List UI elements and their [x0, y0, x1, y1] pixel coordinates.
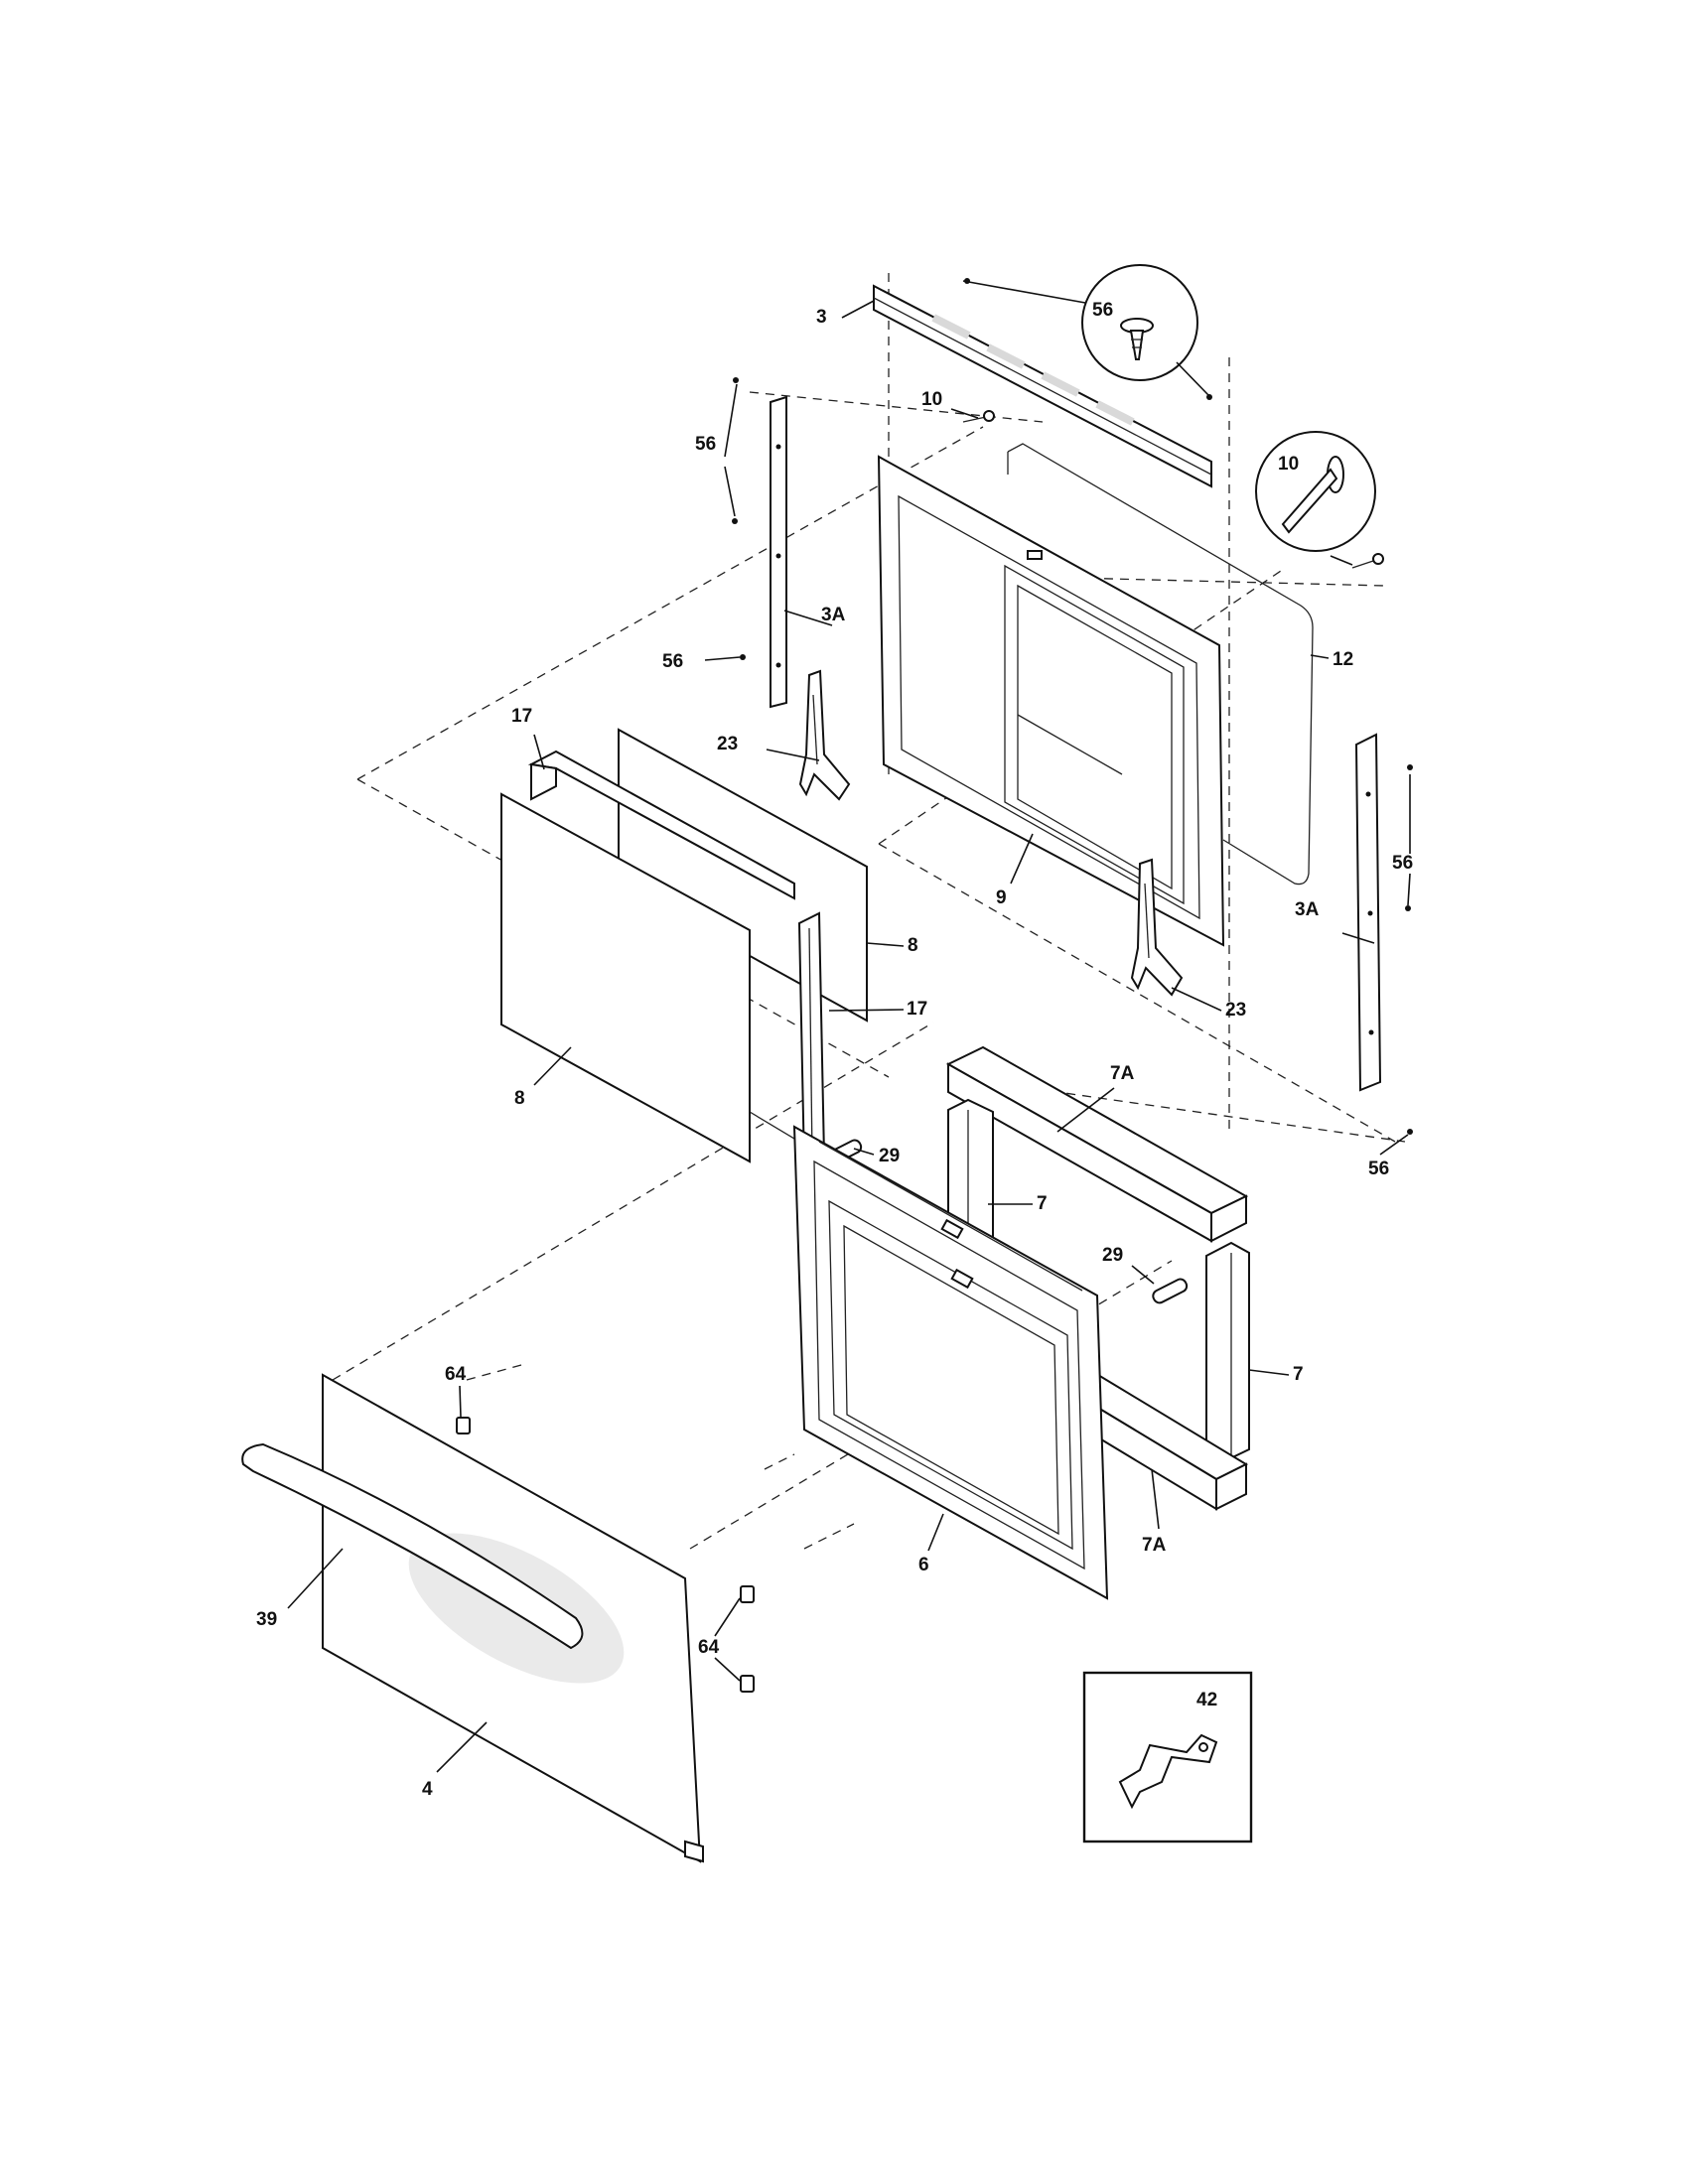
label-part-7-left: 7	[1037, 1193, 1048, 1214]
label-part-42: 42	[1196, 1690, 1217, 1710]
label-part-3: 3	[816, 307, 827, 328]
part-39-door-handle	[241, 1442, 584, 1650]
part-12-door-gasket	[1007, 443, 1314, 886]
part-4-outer-door-panel	[322, 1373, 704, 1863]
label-part-4: 4	[422, 1779, 433, 1800]
inset-part-42-bracket	[1082, 1671, 1253, 1843]
label-part-64-bottom: 64	[698, 1637, 720, 1658]
label-part-3a-left: 3A	[821, 605, 846, 625]
label-part-39: 39	[256, 1609, 277, 1630]
part-3-top-vent-trim	[873, 284, 1212, 488]
part-labels: 3 56 56 56 56 56 10 10 3A 3A 12 17 17 23…	[256, 300, 1413, 1800]
label-part-29-right: 29	[1102, 1245, 1123, 1266]
part-23-right-hinge	[1130, 858, 1184, 997]
part-6-door-frame	[792, 1125, 1109, 1600]
part-9-inner-door-liner	[877, 455, 1225, 947]
label-part-56-right-top: 56	[1392, 853, 1413, 874]
label-part-10-callout: 10	[1278, 454, 1299, 475]
label-part-6: 6	[918, 1555, 929, 1575]
part-64-bumpers	[456, 1417, 755, 1693]
label-part-8-right: 8	[908, 935, 918, 956]
label-part-29-left: 29	[879, 1146, 900, 1166]
label-part-8-left: 8	[514, 1088, 525, 1109]
part-3a-right-side-trim	[1354, 733, 1382, 1092]
callout-10-screw-detail	[1255, 431, 1376, 552]
part-7a-top-insulation	[945, 1045, 1249, 1243]
part-17-glass-pack	[527, 750, 826, 1168]
part-10-screws	[962, 410, 1384, 569]
label-part-10-small: 10	[921, 389, 942, 410]
label-part-64-top: 64	[445, 1364, 467, 1385]
part-56-screws	[732, 278, 1413, 1135]
label-part-9: 9	[996, 887, 1007, 908]
part-8-front-glass	[500, 792, 751, 1163]
part-3a-left-side-trim	[770, 395, 787, 709]
label-part-7a-top: 7A	[1110, 1063, 1135, 1084]
callout-56-screw-detail	[1081, 264, 1198, 381]
label-part-56-right-bottom: 56	[1368, 1159, 1389, 1179]
part-23-left-hinge	[798, 669, 851, 801]
label-part-56-callout: 56	[1092, 300, 1113, 321]
label-part-3a-right: 3A	[1295, 899, 1320, 920]
label-part-56-left-top: 56	[695, 434, 716, 455]
label-part-12: 12	[1333, 649, 1353, 670]
leader-lines	[287, 280, 1411, 1773]
part-7-right-insulation	[1205, 1241, 1250, 1463]
label-part-7a-bottom: 7A	[1142, 1535, 1167, 1556]
label-part-17-top: 17	[511, 706, 532, 727]
label-part-23-right: 23	[1225, 1000, 1246, 1021]
label-part-23-left: 23	[717, 734, 738, 754]
label-part-17-mid: 17	[907, 999, 927, 1020]
label-part-7-right: 7	[1293, 1364, 1304, 1385]
label-part-56-left-bottom: 56	[662, 651, 683, 672]
